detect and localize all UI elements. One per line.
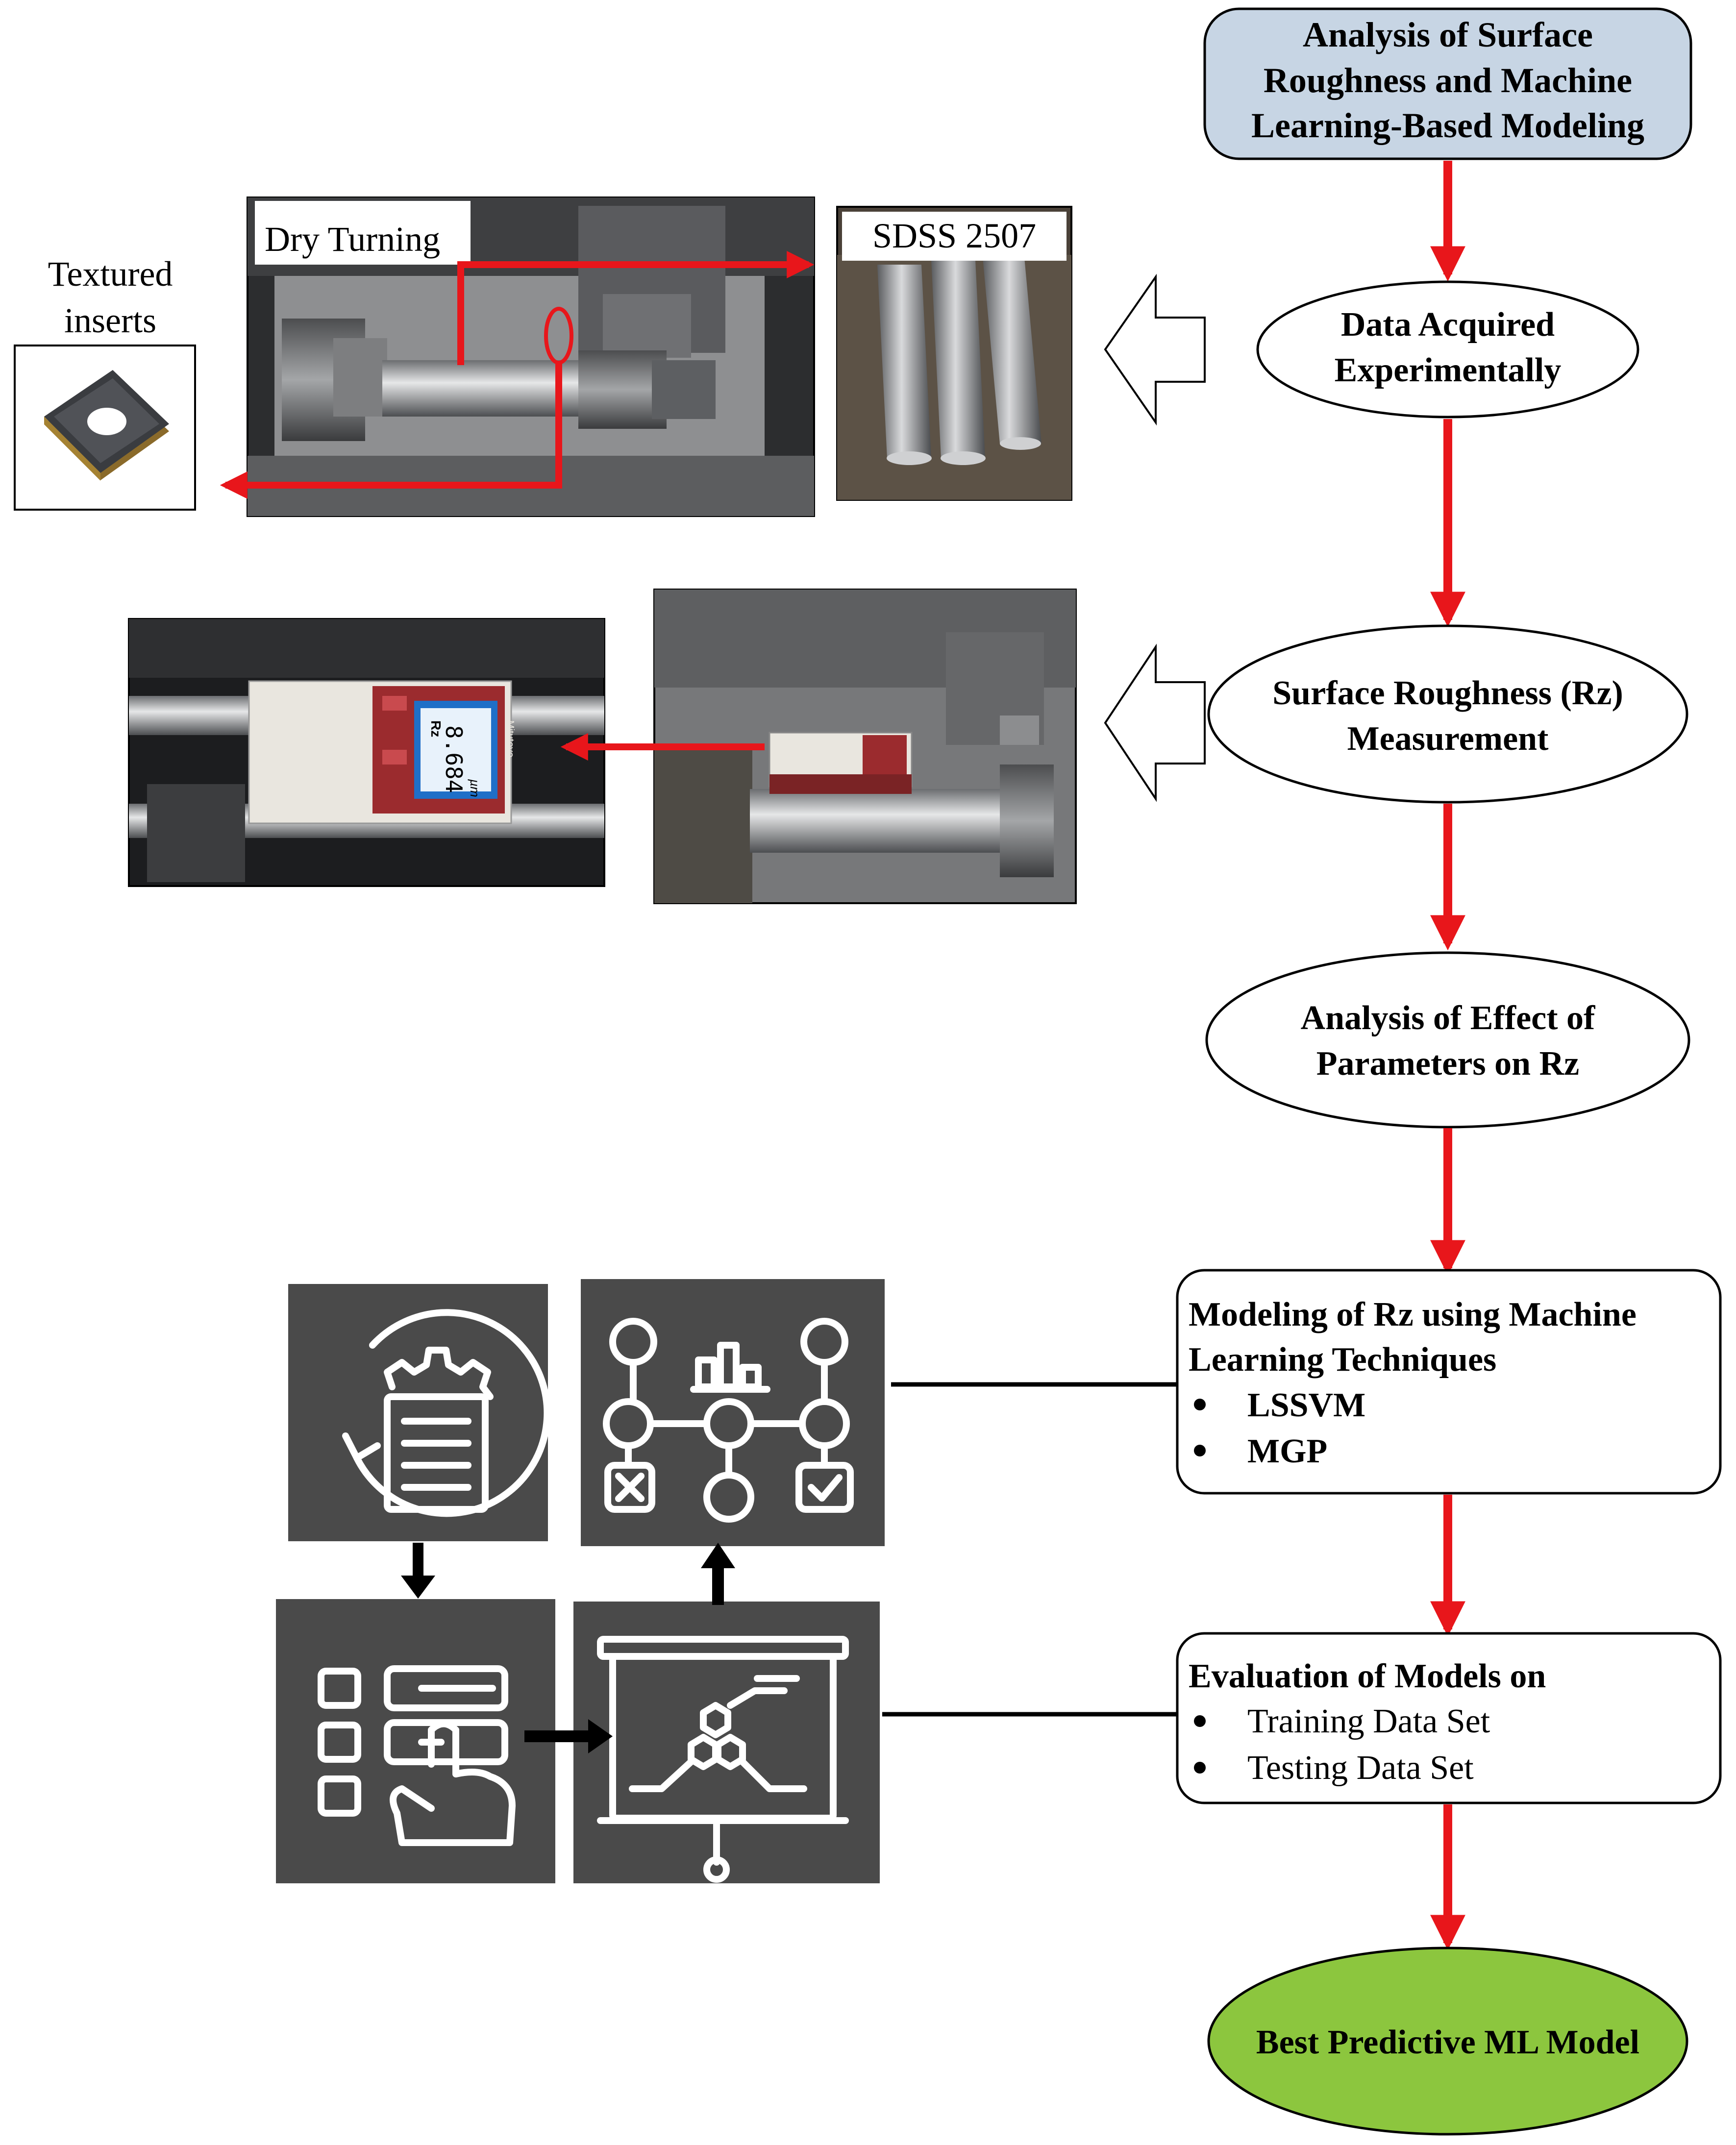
roughness-line-1: Surface Roughness (Rz) bbox=[1272, 674, 1623, 712]
bullet-dot bbox=[1194, 1399, 1206, 1410]
effect-line-1: Analysis of Effect of bbox=[1301, 999, 1595, 1037]
data-acquired-line-1: Data Acquired bbox=[1341, 306, 1555, 344]
modeling-heading-1: Modeling of Rz using Machine bbox=[1189, 1296, 1637, 1333]
best-model-node bbox=[1207, 1947, 1688, 2136]
bullet-dot bbox=[1194, 1762, 1206, 1774]
tester-brand: Mitutoyo bbox=[505, 720, 516, 758]
sdss-2507-photo: SDSS 2507 bbox=[836, 206, 1072, 501]
effect-analysis-node bbox=[1205, 951, 1690, 1129]
modeling-bullet-lssvm: LSSVM bbox=[1247, 1386, 1365, 1424]
effect-line-2: Parameters on Rz bbox=[1316, 1045, 1579, 1083]
textured-insert-photo bbox=[14, 345, 196, 511]
roughness-measurement-node bbox=[1207, 624, 1688, 804]
best-model-label: Best Predictive ML Model bbox=[1256, 2023, 1639, 2061]
modeling-heading-2: Learning Techniques bbox=[1189, 1341, 1496, 1379]
data-processing-tile bbox=[288, 1284, 551, 1541]
list-hand-icon bbox=[318, 1665, 516, 1846]
data-acquired-node bbox=[1256, 280, 1639, 419]
evaluation-bullet-training: Training Data Set bbox=[1247, 1702, 1490, 1740]
evaluation-box bbox=[1176, 1632, 1722, 1804]
presentation-board-icon bbox=[597, 1636, 849, 1883]
evaluation-heading: Evaluation of Models on bbox=[1189, 1657, 1546, 1695]
tile-arrow-right bbox=[524, 1719, 613, 1753]
dry-turning-photo: Dry Turning bbox=[247, 197, 815, 517]
bullet-dot bbox=[1194, 1715, 1206, 1727]
presentation-tile bbox=[573, 1602, 880, 1883]
tile-arrow-up bbox=[701, 1543, 735, 1605]
red-arrow-to-material bbox=[457, 251, 815, 365]
hollow-arrow-data bbox=[1104, 273, 1206, 426]
model-workflow-tile bbox=[581, 1279, 885, 1546]
modeling-box bbox=[1176, 1269, 1722, 1495]
roughness-line-2: Measurement bbox=[1347, 720, 1549, 758]
gear-document-icon bbox=[342, 1309, 551, 1517]
title-line-2: Roughness and Machine bbox=[1264, 61, 1632, 100]
tile-arrow-down bbox=[401, 1543, 435, 1599]
modeling-bullet-mgp: MGP bbox=[1247, 1432, 1327, 1470]
bullet-dot bbox=[1194, 1445, 1206, 1456]
evaluation-bullet-testing: Testing Data Set bbox=[1247, 1749, 1474, 1787]
tester-readout-unit: µm bbox=[468, 779, 482, 797]
title-box bbox=[1203, 7, 1692, 160]
tester-readout-param: Rz bbox=[428, 720, 444, 737]
tester-readout-value: 8.684 bbox=[441, 725, 467, 793]
decision-nodes-icon bbox=[603, 1318, 854, 1523]
inserts-label-2: inserts bbox=[64, 301, 156, 340]
title-line-3: Learning-Based Modeling bbox=[1251, 106, 1644, 145]
sdss-2507-label: SDSS 2507 bbox=[872, 216, 1036, 255]
data-acquired-line-2: Experimentally bbox=[1335, 351, 1562, 389]
red-arrow-to-inserts bbox=[220, 363, 562, 499]
hollow-arrow-measure bbox=[1104, 643, 1206, 802]
title-line-1: Analysis of Surface bbox=[1303, 15, 1593, 54]
inserts-label-1: Textured bbox=[48, 254, 173, 294]
dry-turning-label: Dry Turning bbox=[265, 220, 440, 259]
roughness-tester-photo: Rz 8.684 µm Mitutoyo bbox=[128, 618, 605, 887]
selection-tile bbox=[276, 1599, 555, 1883]
